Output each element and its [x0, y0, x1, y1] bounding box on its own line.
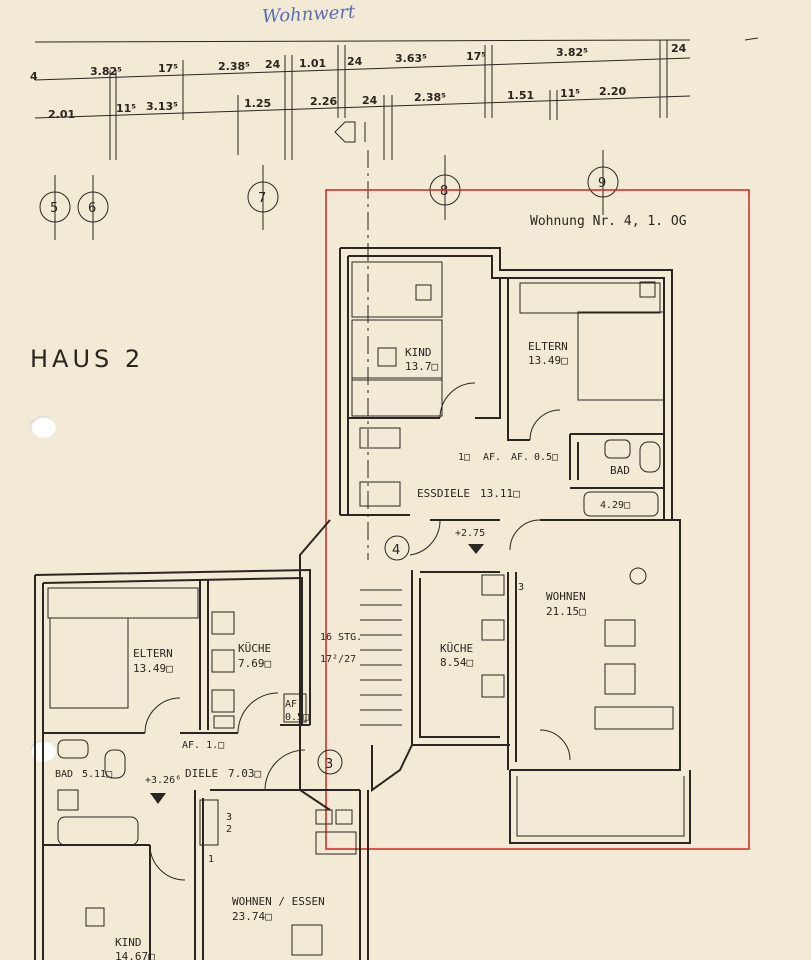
axis-9: 9: [598, 176, 606, 191]
room-area-bad-lower: 5.11□: [82, 769, 112, 780]
room-name-eltern-upper: ELTERN: [528, 340, 568, 353]
dimension-lines: [34, 37, 759, 160]
room-name-essdiele: ESSDIELE: [417, 487, 470, 500]
num-3-lower: 3: [226, 812, 232, 823]
bathtub-area: 4.29□: [600, 500, 630, 511]
dim-second-0: 2.01: [48, 108, 75, 121]
dim-top-5: 1.01: [299, 57, 326, 70]
dim-second-9: 2.20: [599, 85, 626, 98]
dim-top-1: 3.82⁵: [90, 65, 122, 78]
level-upper: +2.75: [455, 528, 485, 539]
af-lower-b: 0.5□: [285, 712, 309, 723]
circle-4: 4: [392, 543, 400, 558]
num-1-lower: 1: [208, 854, 214, 865]
dim-top-10: 24: [671, 42, 687, 55]
circle-3: 3: [325, 757, 333, 772]
dim-second-8: 11⁵: [560, 87, 580, 100]
af-label-b: AF.: [511, 452, 529, 463]
dim-top-2: 17⁵: [158, 62, 178, 75]
dim-top-3: 2.38⁵: [218, 60, 250, 73]
dim-second-4: 2.26: [310, 95, 337, 108]
room-name-eltern-lower: ELTERN: [133, 647, 173, 660]
room-name-bad-lower: BAD: [55, 769, 73, 780]
room-area-kueche-upper: 8.54□: [440, 656, 473, 669]
room-name-kueche-upper: KÜCHE: [440, 642, 473, 655]
room-name-diele-lower: DIELE: [185, 767, 218, 780]
dim-second-3: 1.25: [244, 97, 271, 110]
axis-7: 7: [258, 191, 266, 206]
room-area-eltern-lower: 13.49□: [133, 662, 173, 675]
dim-second-6: 2.38⁵: [414, 91, 446, 104]
room-area-diele-lower: 7.03□: [228, 767, 261, 780]
entrance-arrow-icon: [334, 121, 356, 143]
room-name-bad-upper: BAD: [610, 464, 630, 477]
apartment-highlight-frame: [325, 189, 750, 850]
stair-line2: 17²/27: [320, 654, 356, 665]
af1-lower: AF. 1.□: [182, 740, 224, 751]
dim-second-7: 1.51: [507, 89, 534, 102]
af-label-a: AF.: [483, 452, 501, 463]
dim-second-5: 24: [362, 94, 378, 107]
room-area-essdiele: 13.11□: [480, 487, 520, 500]
axis-8: 8: [440, 184, 448, 199]
level-lower: +3.26⁶: [145, 775, 181, 786]
lower-apartment-walls: [34, 568, 369, 960]
num-2-lower: 2: [226, 824, 232, 835]
room-name-wohnen-essen: WOHNEN / ESSEN: [232, 895, 325, 908]
dim-second-2: 3.13⁵: [146, 100, 178, 113]
room-area-wohnen-essen: 23.74□: [232, 910, 272, 923]
room-area-kind-upper: 13.7□: [405, 360, 438, 373]
room-name-kind-upper: KIND: [405, 346, 432, 359]
room-area-kueche-lower: 7.69□: [238, 657, 271, 670]
axis-6: 6: [88, 201, 96, 216]
axis-5: 5: [50, 201, 58, 216]
apartment-label: Wohnung Nr. 4, 1. OG: [530, 214, 687, 229]
stair-num-upper: 3: [518, 582, 524, 593]
dim-top-4: 24: [265, 58, 281, 71]
dim-top-9: 3.82⁵: [556, 46, 588, 59]
dim-second-1: 11⁵: [116, 102, 136, 115]
room-area-kind-lower: 14.67□: [115, 950, 155, 960]
room-area-wohnen-upper: 21.15□: [546, 605, 586, 618]
punch-hole-top: [30, 416, 56, 438]
dim-top-7: 3.63⁵: [395, 52, 427, 65]
house-label: HAUS 2: [30, 345, 145, 373]
af-lower-a: AF.: [285, 699, 303, 710]
room-name-wohnen-upper: WOHNEN: [546, 590, 586, 603]
dim-top-0: 4: [30, 70, 38, 83]
stair-line1: 16 STG.: [320, 632, 362, 643]
af1-upper: 1□: [458, 452, 470, 463]
room-area-eltern-upper: 13.49□: [528, 354, 568, 367]
af2-upper: 0.5□: [534, 452, 558, 463]
dim-top-6: 24: [347, 55, 363, 68]
room-name-kueche-lower: KÜCHE: [238, 642, 271, 655]
room-name-kind-lower: KIND: [115, 936, 142, 949]
axis-markers: [39, 150, 619, 240]
upper-apartment-walls: [299, 247, 691, 844]
dim-top-8: 17⁵: [466, 50, 486, 63]
